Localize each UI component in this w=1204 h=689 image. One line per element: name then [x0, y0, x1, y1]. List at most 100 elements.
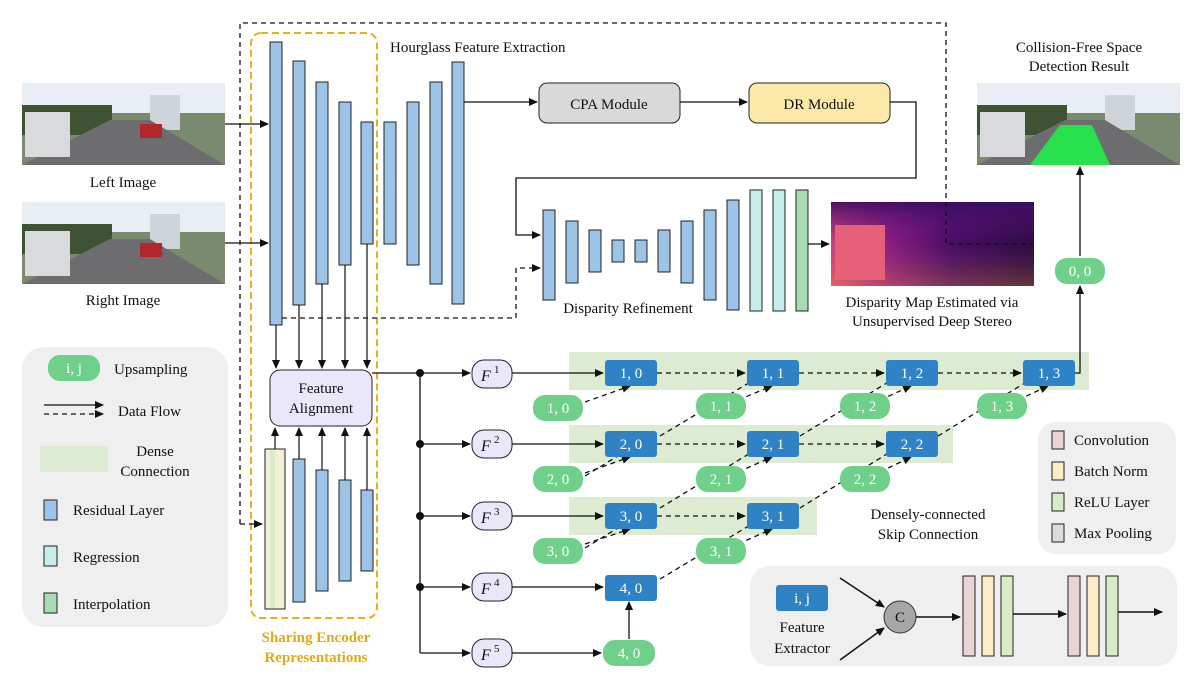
- legend-panel-left: [22, 347, 228, 627]
- svg-text:3, 0: 3, 0: [547, 544, 570, 560]
- hourglass-title: Hourglass Feature Extraction: [390, 40, 566, 56]
- upsample-link: [1017, 385, 1049, 401]
- svg-text:5: 5: [494, 643, 500, 655]
- result-title-line2: Detection Result: [1029, 59, 1130, 75]
- upsample-3-1: 3, 1: [696, 538, 746, 564]
- svg-text:F: F: [480, 581, 491, 598]
- extractor-label-line1: Feature: [780, 620, 825, 636]
- block-bn: [981, 575, 995, 657]
- residual-bar: [565, 220, 579, 284]
- svg-text:F: F: [480, 510, 491, 527]
- feature-node-f3: F 3: [471, 501, 513, 531]
- residual-bar: [680, 220, 694, 284]
- extractor-input-arrow: [839, 577, 885, 608]
- node-3-1: 3, 1: [747, 503, 799, 529]
- residual-bar: [657, 229, 671, 273]
- upsample-link: [737, 456, 773, 473]
- upsample-1-3: 1, 3: [977, 393, 1027, 419]
- residual-bar: [703, 209, 717, 301]
- svg-text:2, 0: 2, 0: [620, 437, 643, 453]
- block-relu: [1000, 575, 1014, 657]
- regression-bar: [772, 189, 786, 312]
- legend-residual-label: Residual Layer: [73, 503, 164, 519]
- svg-text:3, 1: 3, 1: [710, 544, 733, 560]
- upsample-link: [584, 455, 631, 474]
- legend-relu-swatch: [1051, 492, 1065, 512]
- residual-bar: [542, 209, 556, 301]
- svg-text:0, 0: 0, 0: [1069, 264, 1092, 280]
- svg-text:F: F: [480, 647, 491, 664]
- upsample-0-0: 0, 0: [1055, 258, 1105, 284]
- svg-text:2, 0: 2, 0: [547, 472, 570, 488]
- node-2-2: 2, 2: [886, 431, 938, 457]
- block-conv: [962, 575, 976, 657]
- legend-convolution-swatch: [1051, 430, 1065, 450]
- extractor-input-arrow: [839, 627, 885, 661]
- legend-regression-swatch: [43, 545, 58, 567]
- block-conv: [1067, 575, 1081, 657]
- residual-bar: [588, 229, 602, 273]
- legend-dense-label-line2: Connection: [120, 464, 190, 480]
- dr-module: [748, 82, 891, 124]
- upsample-2-0: 2, 0: [533, 466, 583, 492]
- node-2-1: 2, 1: [747, 431, 799, 457]
- upsample-4-0: 4, 0: [603, 640, 655, 666]
- node-4-0: 4, 0: [605, 575, 657, 601]
- legend-upsampling-label: Upsampling: [114, 362, 188, 378]
- svg-text:1, 0: 1, 0: [547, 401, 570, 417]
- residual-bar: [726, 199, 740, 311]
- svg-text:1, 3: 1, 3: [991, 399, 1014, 415]
- feature-alignment-label-line1: Feature: [299, 381, 344, 397]
- legend-dense-swatch: [40, 446, 108, 472]
- legend-regression-label: Regression: [73, 550, 140, 566]
- residual-bar: [292, 458, 306, 603]
- svg-text:F: F: [480, 368, 491, 385]
- residual-bar: [315, 469, 329, 592]
- feature-alignment-box: [269, 369, 373, 427]
- disparity-map-label-line2: Unsupervised Deep Stereo: [852, 314, 1012, 330]
- regression-bar: [749, 189, 763, 312]
- legend-maxpool-swatch: [1051, 523, 1065, 543]
- svg-text:3: 3: [494, 506, 500, 518]
- disparity-map-label-line1: Disparity Map Estimated via: [846, 295, 1019, 311]
- node-1-3: 1, 3: [1023, 360, 1075, 386]
- sharing-encoder-label-line2: Representations: [264, 650, 367, 666]
- residual-bar: [383, 121, 397, 245]
- node-1-0: 1, 0: [605, 360, 657, 386]
- svg-text:3, 1: 3, 1: [762, 509, 785, 525]
- concat-label: C: [895, 610, 905, 626]
- residual-bar: [292, 60, 306, 306]
- residual-bar: [360, 121, 374, 245]
- interpolation-bar: [795, 189, 809, 312]
- svg-text:4: 4: [494, 577, 500, 589]
- cpa-module-label: CPA Module: [570, 97, 648, 113]
- legend-batchnorm-swatch: [1051, 461, 1065, 481]
- upsample-1-2: 1, 2: [840, 393, 890, 419]
- legend-upsampling-swatch: [48, 355, 100, 381]
- residual-bar: [338, 101, 352, 266]
- upsample-link: [879, 456, 912, 473]
- block-bn: [1086, 575, 1100, 657]
- legend-panel-right: [1038, 422, 1176, 554]
- upsample-link: [879, 385, 912, 401]
- legend-batchnorm-label: Batch Norm: [1074, 464, 1148, 480]
- upsample-link: [584, 384, 631, 403]
- legend-upsampling-swatch-text: i, j: [66, 361, 82, 377]
- feature-node-f4: F 4: [471, 572, 513, 602]
- legend-interpolation-swatch: [43, 592, 58, 614]
- disparity-map-image: [831, 202, 1034, 286]
- legend-interpolation-label: Interpolation: [73, 597, 151, 613]
- node-3-0: 3, 0: [605, 503, 657, 529]
- layer-stack-stripe: [270, 450, 275, 608]
- upsample-1-0: 1, 0: [533, 395, 583, 421]
- node-1-1: 1, 1: [747, 360, 799, 386]
- cpa-module: [538, 82, 681, 124]
- block-relu: [1105, 575, 1119, 657]
- residual-bar: [634, 239, 648, 263]
- svg-text:1, 1: 1, 1: [762, 366, 785, 382]
- residual-bar: [315, 81, 329, 285]
- svg-text:2, 2: 2, 2: [854, 472, 877, 488]
- residual-bar: [360, 489, 374, 572]
- svg-text:2, 1: 2, 1: [710, 472, 733, 488]
